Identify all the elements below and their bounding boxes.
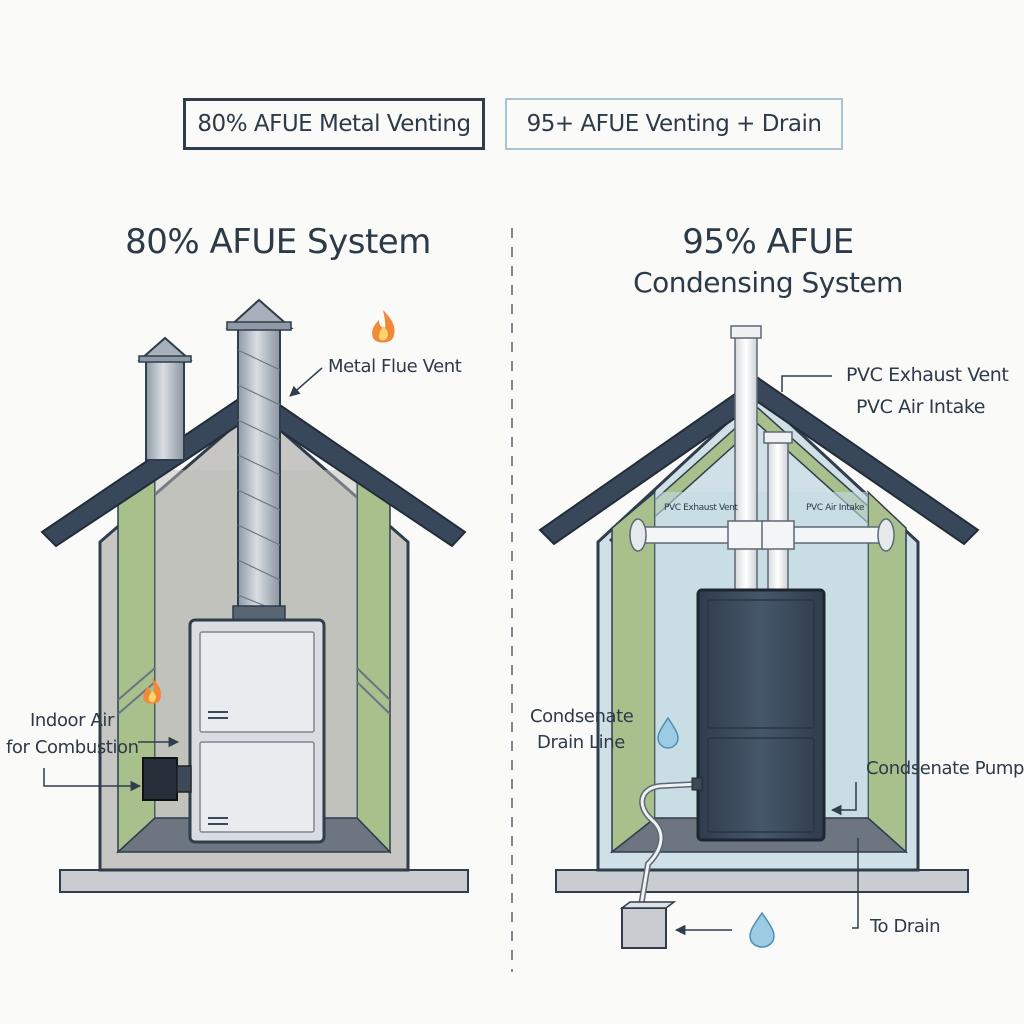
- tab-80-afue-metal-venting[interactable]: 80% AFUE Metal Venting: [183, 98, 485, 150]
- label-condensate: Condsenate: [530, 706, 634, 727]
- label-inner-exhaust: PVC Exhaust Vent: [664, 503, 738, 513]
- label-inner-intake: PVC Air Intake: [806, 503, 865, 513]
- label-for-combustion: for Combustion: [6, 737, 139, 758]
- right-roof: [538, 376, 980, 546]
- label-to-drain: To Drain: [870, 916, 941, 937]
- pvc-intake-pipe: [767, 441, 789, 591]
- left-insulation-right: [356, 476, 391, 854]
- condensing-furnace: [696, 588, 826, 842]
- water-drop-icon: [657, 716, 679, 749]
- water-drop-icon: [749, 911, 775, 948]
- right-foundation: [555, 869, 969, 893]
- flame-icon: [372, 310, 395, 343]
- label-pvc-air-intake: PVC Air Intake: [856, 396, 986, 418]
- flame-icon: [143, 678, 162, 704]
- right-system-subtitle: Condensing System: [633, 266, 903, 299]
- metal-flue-pipe: [237, 327, 281, 614]
- right-house: [538, 325, 980, 949]
- left-system-title: 80% AFUE System: [125, 222, 431, 262]
- left-short-chimney: [145, 359, 185, 461]
- tab-95-afue-venting-drain[interactable]: 95+ AFUE Venting + Drain: [505, 98, 843, 150]
- label-metal-flue-vent: Metal Flue Vent: [328, 356, 462, 377]
- right-system-title: 95% AFUE: [682, 222, 854, 262]
- condensate-pump: [621, 907, 667, 949]
- label-indoor-air: Indoor Air: [30, 710, 115, 731]
- burner-intake-box: [142, 757, 178, 801]
- left-house: [40, 298, 469, 893]
- label-drain-line: Drain Line: [537, 732, 625, 753]
- left-foundation: [59, 869, 469, 893]
- label-condensate-pump: Condsenate Pump: [866, 758, 1024, 779]
- label-pvc-exhaust-vent: PVC Exhaust Vent: [846, 364, 1009, 386]
- pvc-exhaust-pipe: [734, 335, 758, 591]
